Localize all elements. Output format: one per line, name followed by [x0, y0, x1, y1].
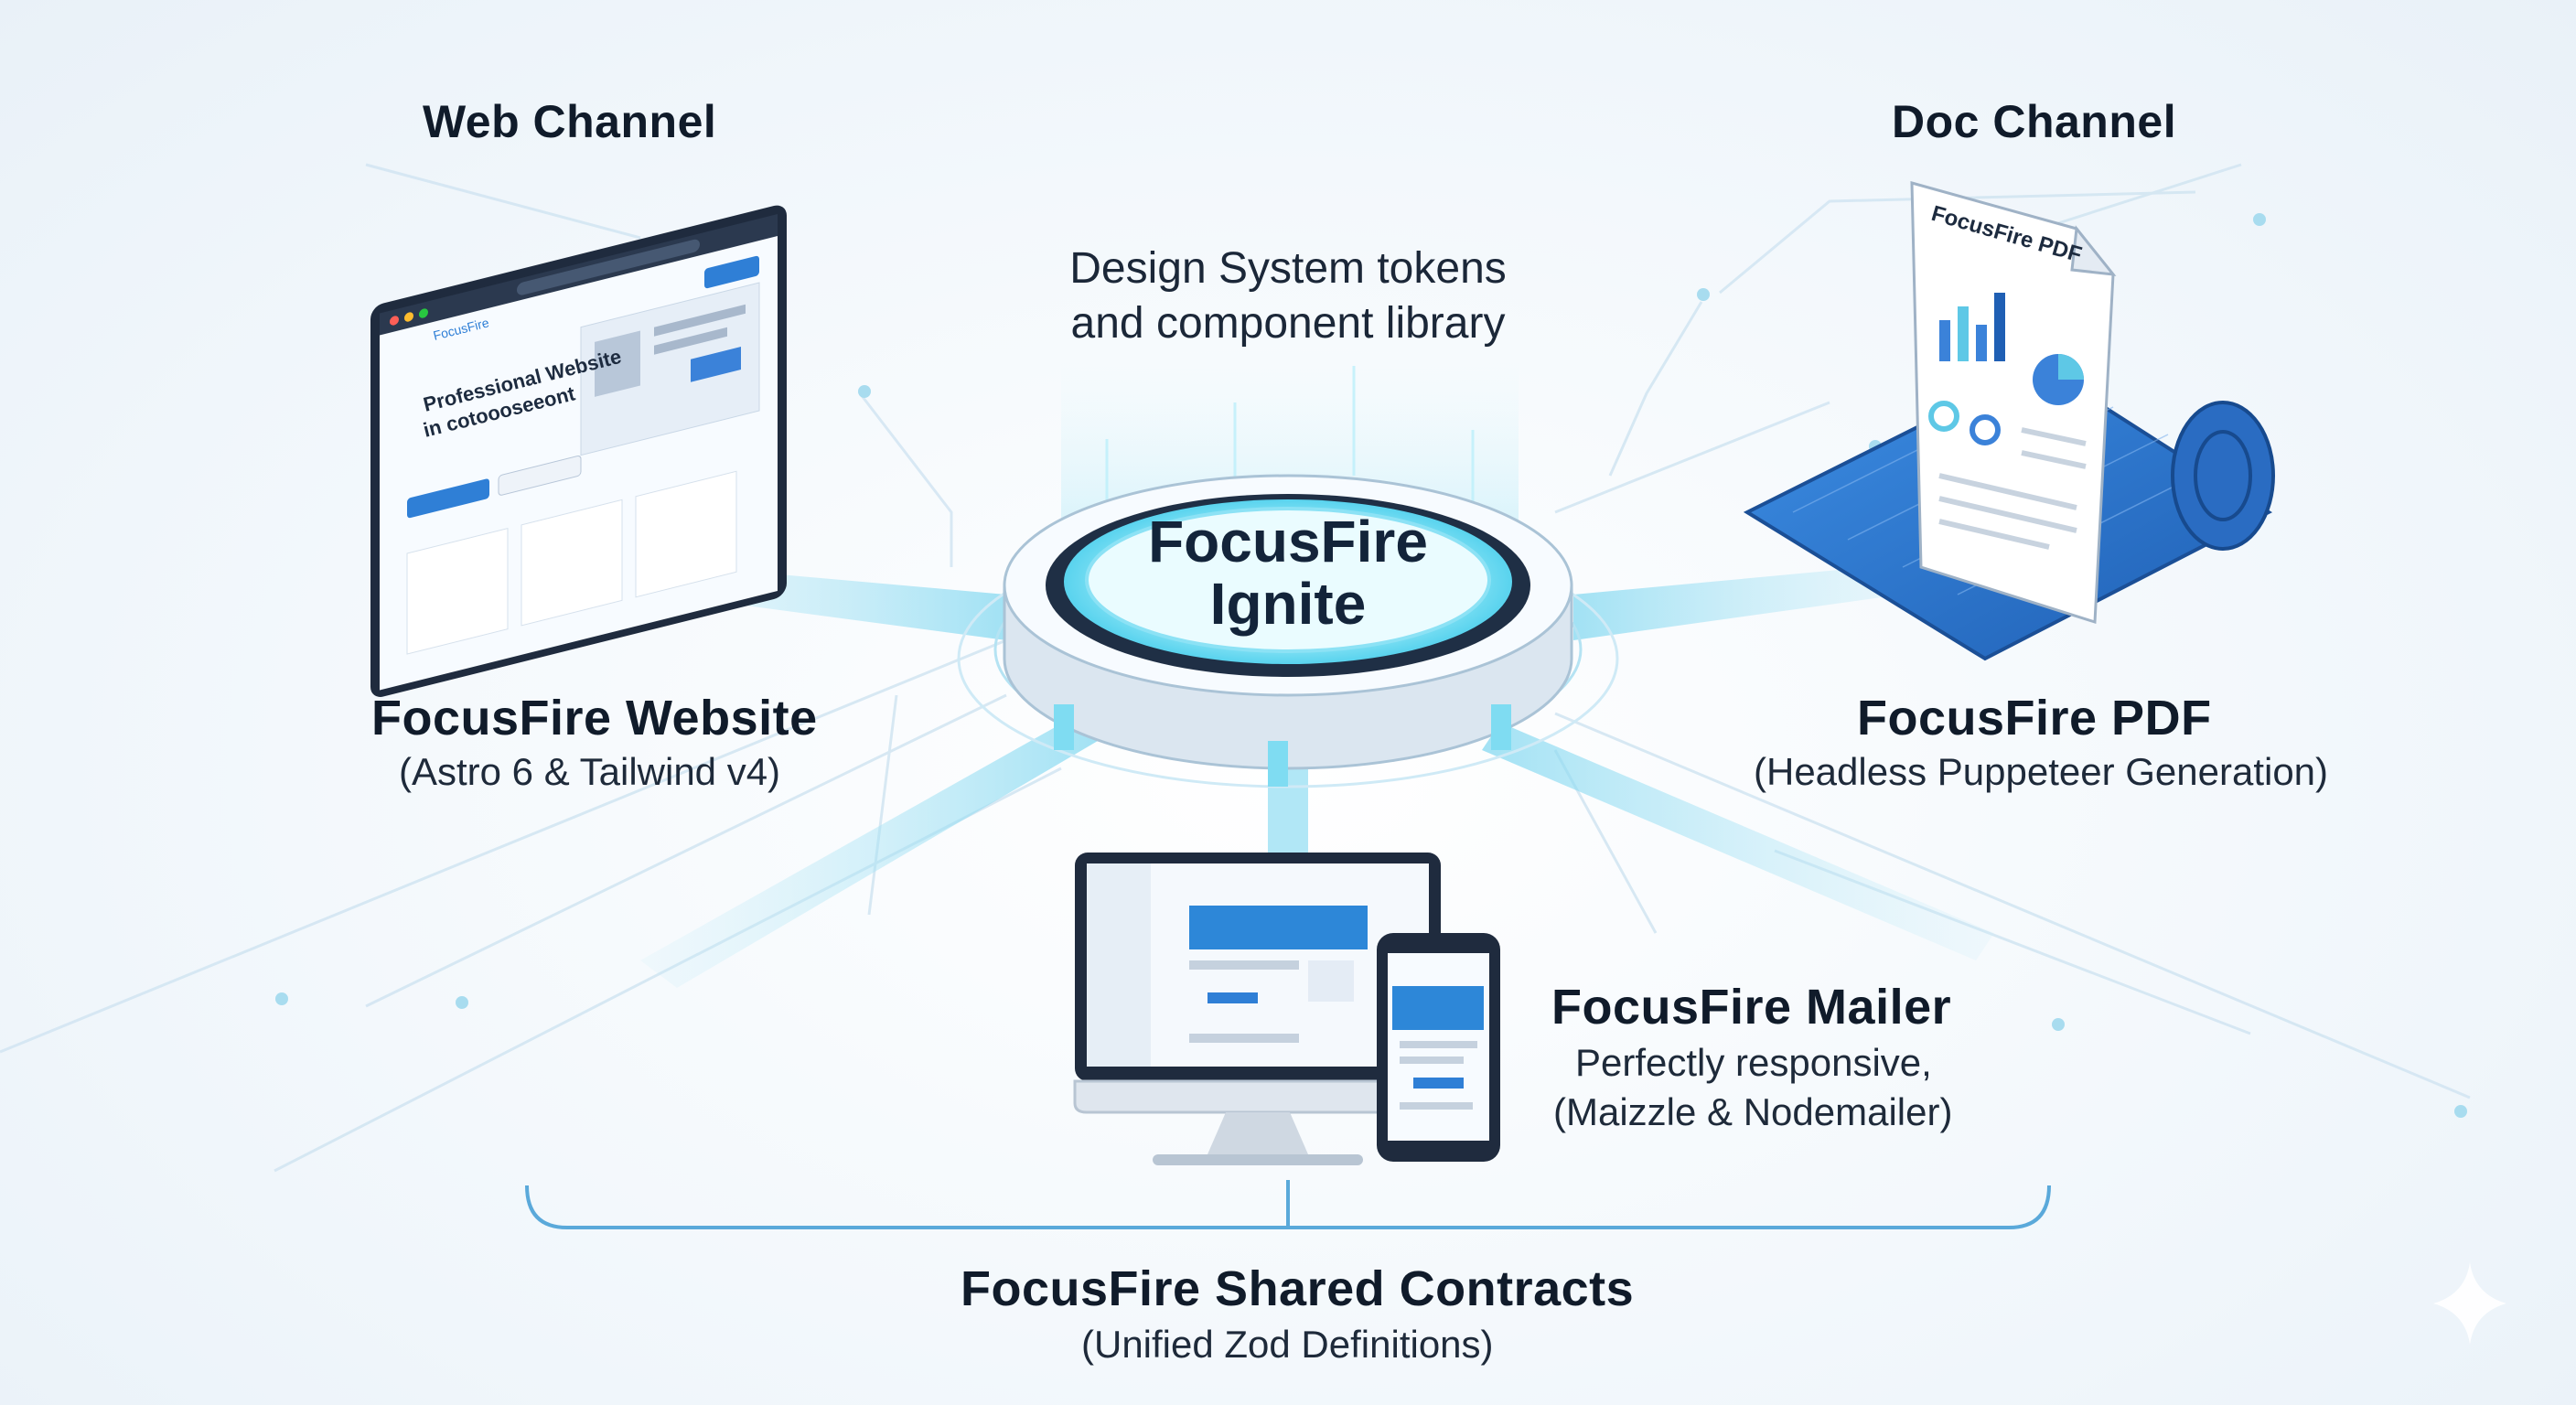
web-channel-label: Web Channel — [423, 96, 717, 147]
tokens-line-2: and component library — [1070, 299, 1506, 348]
contracts-subtitle: (Unified Zod Definitions) — [1081, 1323, 1494, 1366]
hub-title-line-2: Ignite — [1209, 571, 1367, 637]
mailer-devices — [1073, 853, 1500, 1165]
tokens-line-1: Design System tokens — [1069, 244, 1507, 293]
design-system-tokens-label: Design System tokens and component libra… — [1014, 241, 1562, 351]
contracts-title: FocusFire Shared Contracts — [961, 1261, 1635, 1316]
pdf-subtitle: (Headless Puppeteer Generation) — [1754, 750, 2329, 793]
doc-channel-label: Doc Channel — [1892, 96, 2177, 147]
website-mockup — [370, 205, 787, 697]
website-subtitle: (Astro 6 & Tailwind v4) — [399, 750, 781, 793]
sparkle-icon — [2433, 1262, 2506, 1345]
hub-title-line-1: FocusFire — [1148, 509, 1428, 574]
hub-platform — [1003, 474, 1573, 787]
mailer-subtitle-1: Perfectly responsive, — [1575, 1041, 1932, 1084]
beam-right-lower — [1482, 723, 1994, 960]
hub-title: FocusFire Ignite — [1059, 510, 1517, 635]
mailer-title: FocusFire Mailer — [1551, 980, 1952, 1035]
pdf-mockup — [1743, 181, 2275, 661]
pdf-title: FocusFire PDF — [1857, 691, 2212, 745]
website-title: FocusFire Website — [371, 691, 818, 745]
mailer-subtitle-2: (Maizzle & Nodemailer) — [1553, 1090, 1953, 1133]
beam-left-lower — [640, 713, 1098, 988]
